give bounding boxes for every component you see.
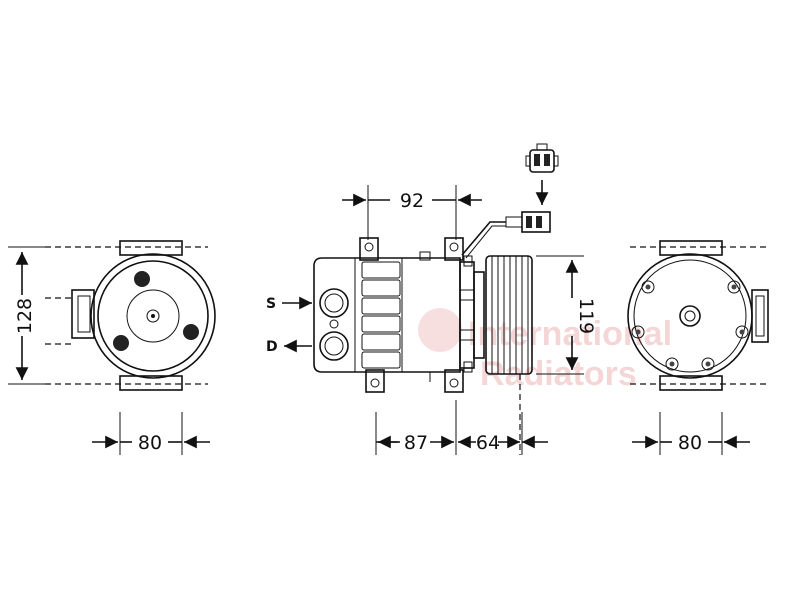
discharge-port (319, 331, 349, 361)
bottom-mount-lug (119, 375, 183, 391)
shaft-center (146, 309, 160, 323)
dim-top-mount: 92 (400, 190, 424, 212)
dim-width-right: 80 (678, 432, 702, 454)
suction-port (319, 288, 349, 318)
side-boss (751, 289, 769, 343)
top-ear (359, 237, 379, 261)
watermark-line1: International (468, 315, 672, 353)
dim-body-length: 87 (404, 432, 428, 454)
left-front-view: 128 80 (8, 240, 216, 455)
top-mount-lug (659, 240, 723, 256)
dim-pulley-length: 64 (476, 432, 500, 454)
right-rear-view: 80 (627, 240, 770, 455)
compressor-body (313, 257, 461, 373)
rear-center-boss (679, 305, 701, 327)
center-side-view: 92 S D (266, 143, 597, 455)
suction-label: S (266, 296, 276, 312)
bottom-ear (444, 369, 464, 393)
rear-bolts (631, 280, 749, 371)
pulley (485, 255, 533, 375)
side-boss (71, 289, 95, 339)
dim-height-pulley: 119 (575, 298, 597, 334)
dim-height-left: 128 (14, 298, 36, 334)
dim-width-left: 80 (138, 432, 162, 454)
discharge-label: D (266, 339, 278, 355)
rear-housing (627, 253, 753, 379)
rivet (113, 335, 129, 351)
clutch-plate (97, 260, 209, 372)
housing-outer-ring (90, 253, 216, 379)
bottom-ear (365, 369, 385, 393)
electrical-connector (525, 143, 559, 173)
rivet (134, 271, 150, 287)
top-ear (444, 237, 464, 261)
rivet (183, 324, 199, 340)
top-mount-lug (119, 240, 183, 256)
bottom-mount-lug (659, 375, 723, 391)
housing-fins (361, 261, 401, 369)
